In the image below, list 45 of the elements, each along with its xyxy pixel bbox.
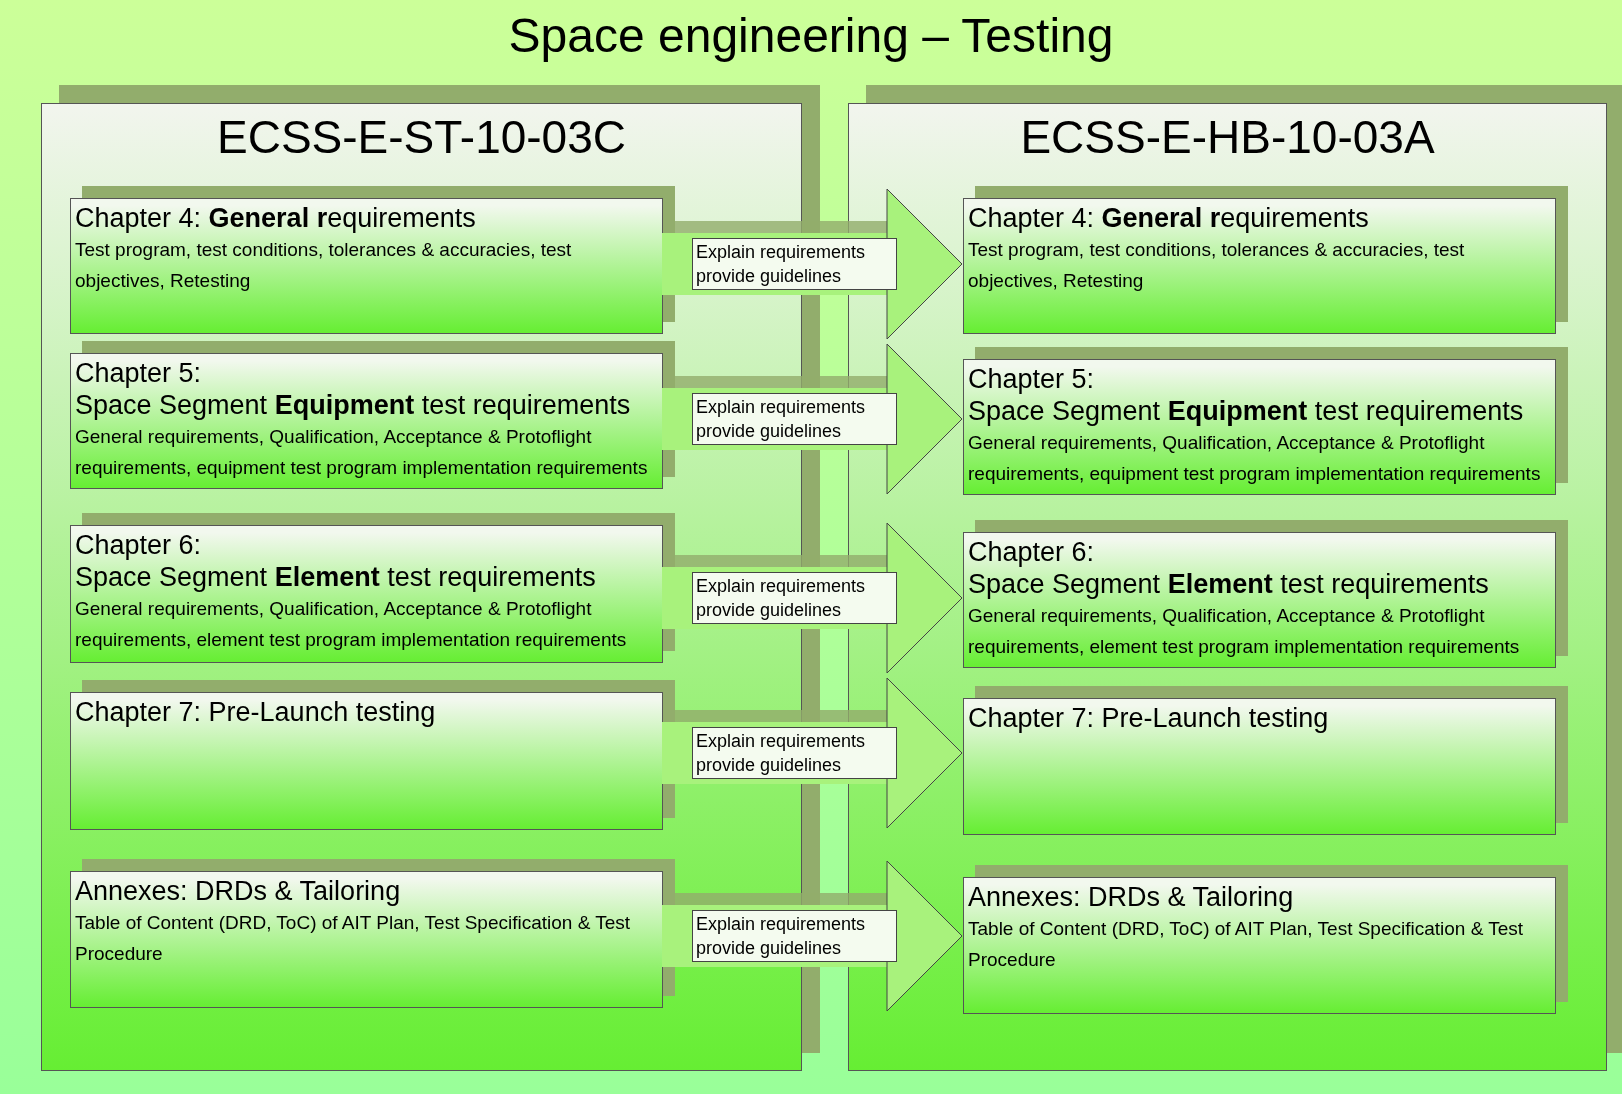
chapter-heading: Space Segment Element test requirements: [75, 561, 597, 593]
chapter-heading: Chapter 5:: [75, 357, 203, 389]
chapter-heading: Annexes: DRDs & Tailoring: [968, 881, 1295, 913]
chapter-description: General requirements, Qualification, Acceptance & Protoflight requirements, equipment test program implementation requirements: [968, 431, 1542, 486]
block-arrow: [662, 522, 963, 674]
chapter-heading: Annexes: DRDs & Tailoring: [75, 875, 402, 907]
edge-label: Explain requirements provide guidelines: [692, 393, 897, 445]
chapter-heading: Space Segment Equipment test requirements: [968, 395, 1525, 427]
block-arrow: [662, 860, 963, 1012]
chapter-description: General requirements, Qualification, Acceptance & Protoflight requirements, equipment test program implementation requirements: [75, 425, 649, 480]
chapter-heading: Chapter 6:: [75, 529, 203, 561]
chapter-heading: Space Segment Element test requirements: [968, 568, 1490, 600]
chapter-description: General requirements, Qualification, Acceptance & Protoflight requirements, element test program implementation requirements: [75, 597, 628, 652]
chapter-description: Test program, test conditions, tolerances & accuracies, test objectives, Retesting: [968, 238, 1466, 293]
chapter-heading: Chapter 7: Pre-Launch testing: [968, 702, 1330, 734]
panel-title: ECSS-E-HB-10-03A: [1019, 110, 1436, 164]
block-arrow: [662, 188, 963, 340]
chapter-description: General requirements, Qualification, Acceptance & Protoflight requirements, element test program implementation requirements: [968, 604, 1521, 659]
chapter-heading: Space Segment Equipment test requirements: [75, 389, 632, 421]
chapter-box: [70, 871, 663, 1008]
edge-label: Explain requirements provide guidelines: [692, 727, 897, 779]
chapter-heading: Chapter 4: General requirements: [75, 202, 477, 234]
chapter-heading: Chapter 4: General requirements: [968, 202, 1370, 234]
chapter-heading: Chapter 7: Pre-Launch testing: [75, 696, 437, 728]
chapter-box: [963, 877, 1556, 1014]
chapter-box: [70, 198, 663, 334]
block-arrow: [662, 677, 963, 829]
chapter-box: [70, 353, 663, 489]
chapter-box: [963, 532, 1556, 668]
edge-label: Explain requirements provide guidelines: [692, 238, 897, 290]
chapter-box: [70, 525, 663, 663]
diagram-title: Space engineering – Testing: [507, 8, 1115, 63]
edge-label: Explain requirements provide guidelines: [692, 572, 897, 624]
chapter-box: [963, 198, 1556, 334]
chapter-box: [70, 692, 663, 830]
block-arrow: [662, 343, 963, 495]
chapter-box: [963, 698, 1556, 835]
panel-title: ECSS-E-ST-10-03C: [216, 110, 627, 164]
chapter-description: Test program, test conditions, tolerances & accuracies, test objectives, Retesting: [75, 238, 573, 293]
chapter-description: Table of Content (DRD, ToC) of AIT Plan, Test Specification & Test Procedure: [75, 911, 632, 966]
chapter-description: Table of Content (DRD, ToC) of AIT Plan, Test Specification & Test Procedure: [968, 917, 1525, 972]
chapter-box: [963, 359, 1556, 495]
edge-label: Explain requirements provide guidelines: [692, 910, 897, 962]
chapter-heading: Chapter 6:: [968, 536, 1096, 568]
chapter-heading: Chapter 5:: [968, 363, 1096, 395]
